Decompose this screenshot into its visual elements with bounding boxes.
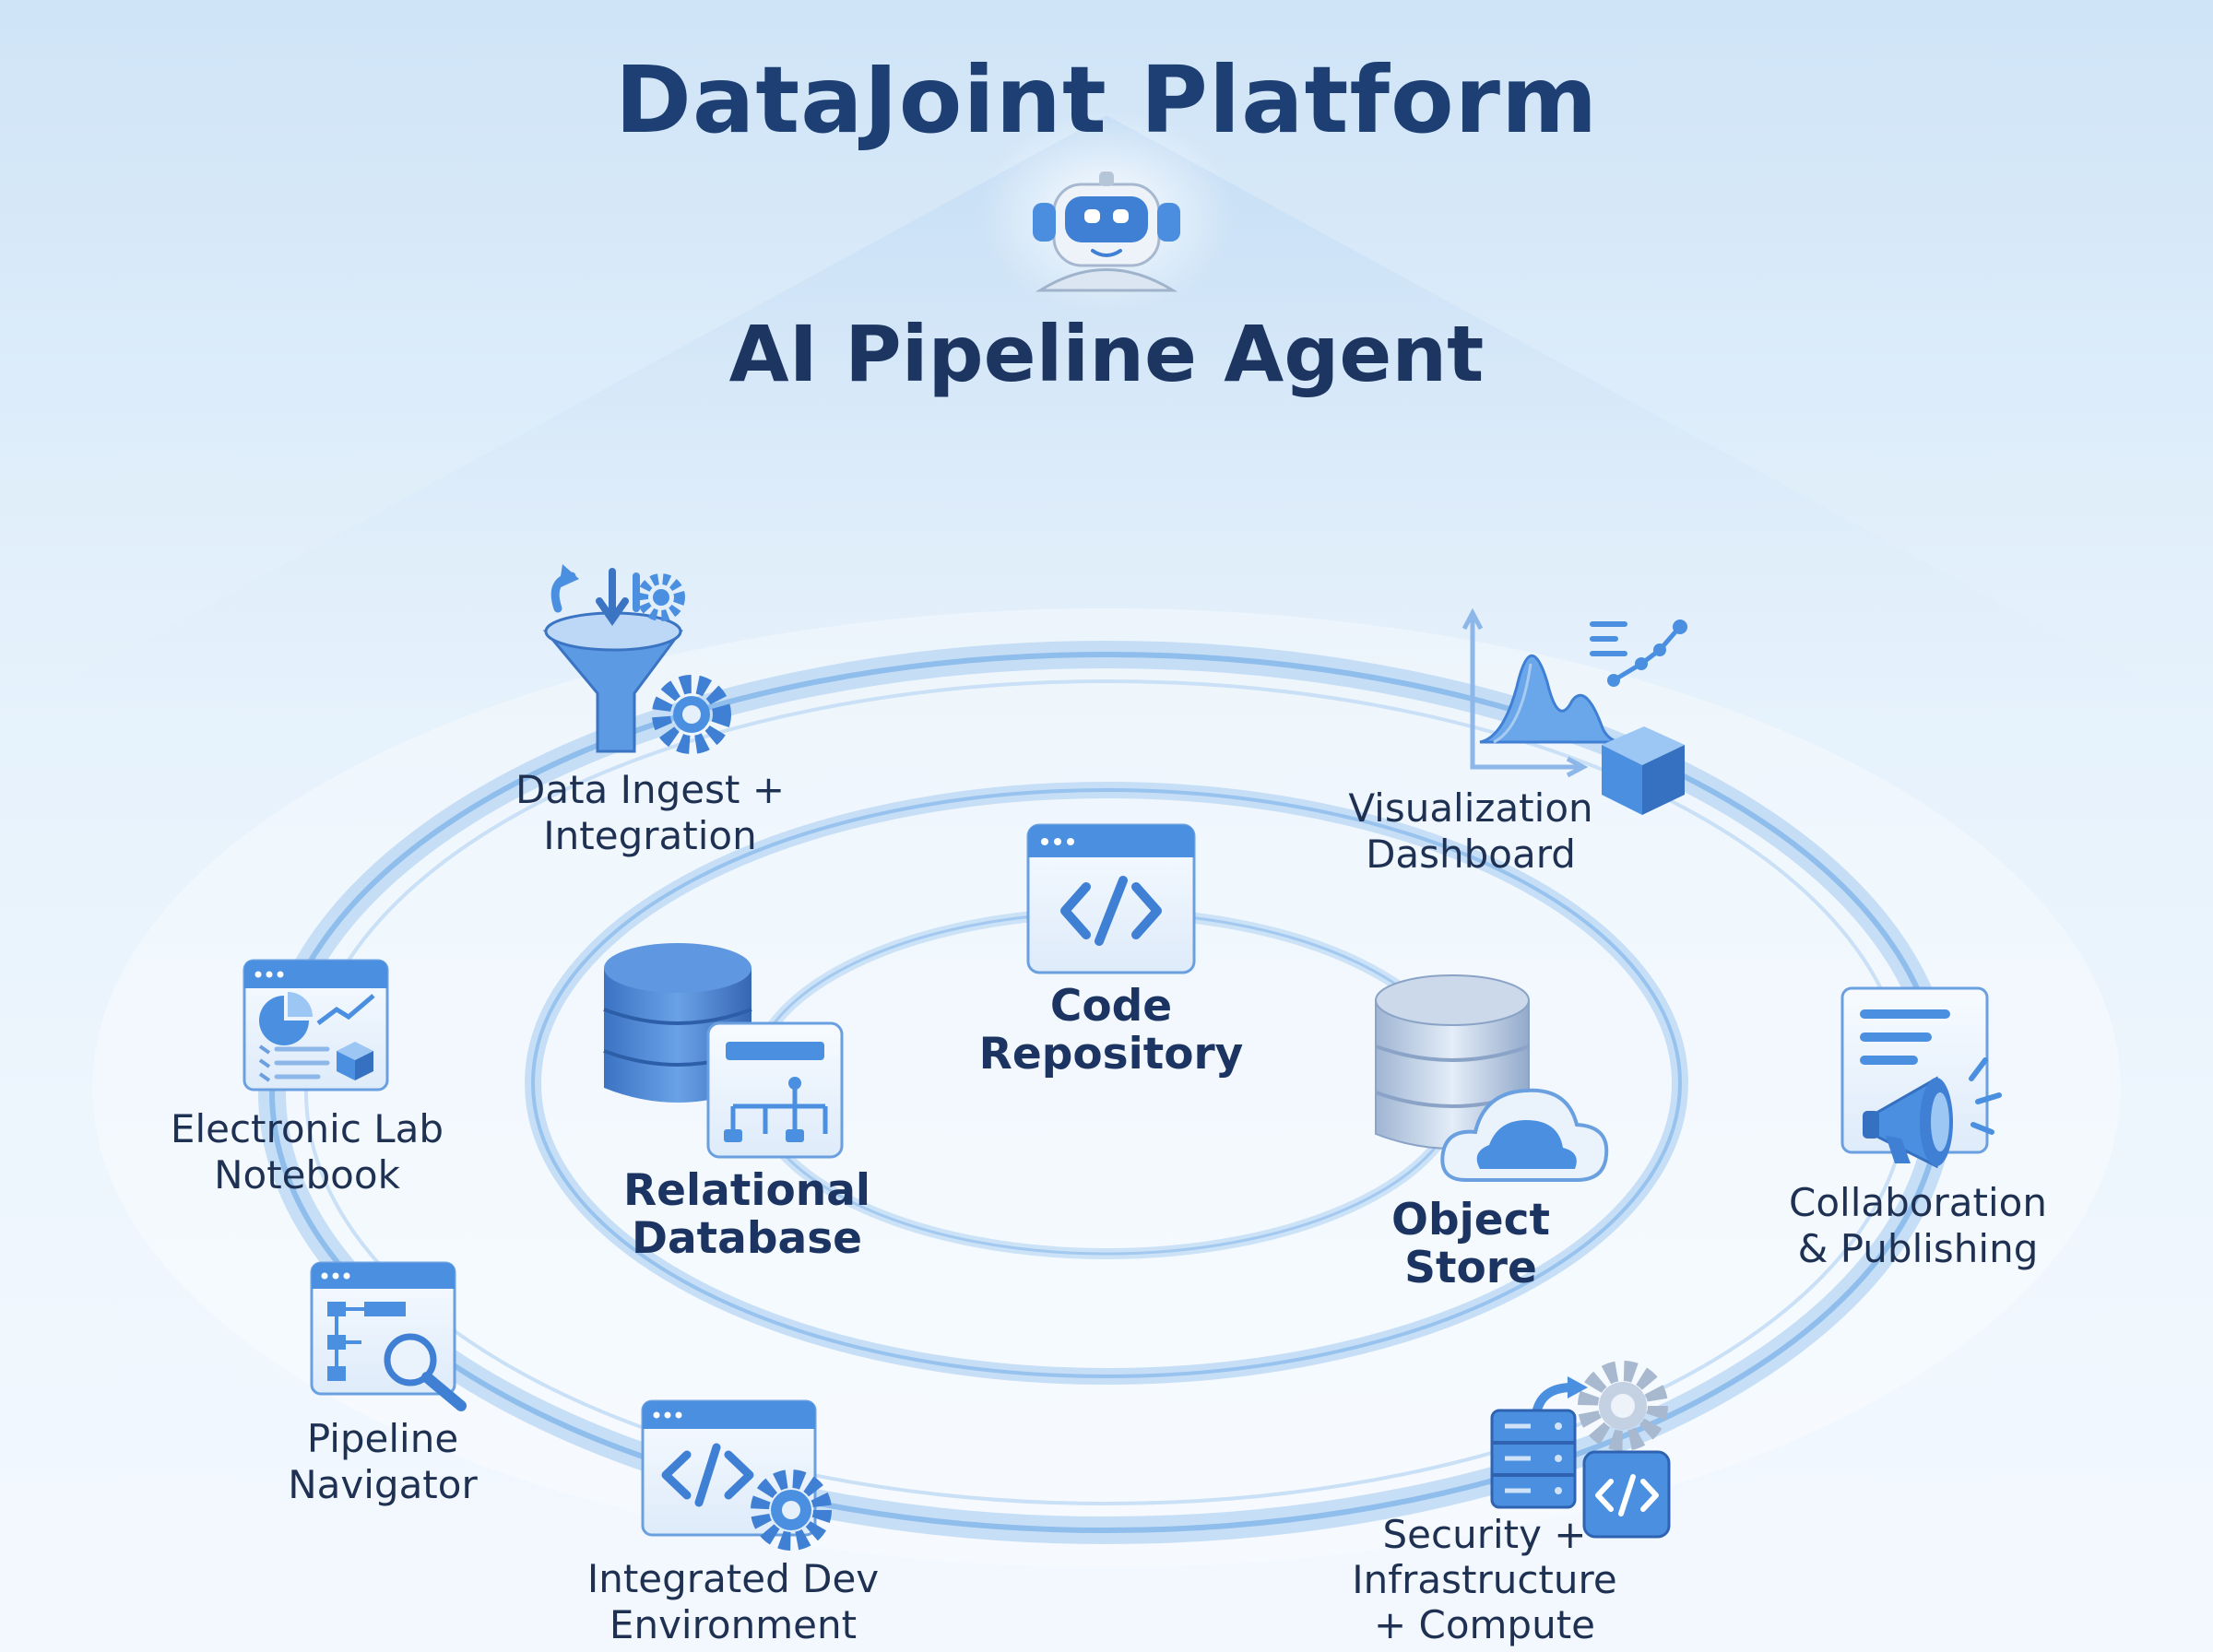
relational-database-label: Relational Database — [622, 1165, 871, 1264]
code-repository-label: Code Repository — [978, 981, 1244, 1080]
data-ingest-label: Data Ingest + Integration — [515, 767, 786, 858]
agent-title: AI Pipeline Agent — [728, 309, 1485, 399]
code-window-icon — [1026, 823, 1196, 974]
code-gear-icon — [641, 1399, 832, 1551]
visualization-label: Visualization Dashboard — [1348, 785, 1593, 877]
light-beam — [0, 115, 2213, 719]
page-title: DataJoint Platform — [614, 46, 1599, 154]
middle-ring — [525, 782, 1688, 1385]
database-cloud-icon — [1375, 974, 1609, 1182]
notebook-window-icon — [243, 959, 389, 1092]
database-schema-icon — [603, 943, 844, 1159]
funnel-gear-icon — [542, 564, 731, 754]
collaboration-label: Collaboration & Publishing — [1789, 1180, 2047, 1271]
server-gear-icon — [1490, 1361, 1671, 1539]
ide-label: Integrated Dev Environment — [586, 1556, 880, 1647]
pipeline-navigator-label: Pipeline Navigator — [288, 1416, 478, 1507]
megaphone-document-icon — [1840, 986, 2002, 1169]
security-label: Security + Infrastructure + Compute — [1352, 1512, 1617, 1647]
object-store-label: Object Store — [1391, 1195, 1550, 1293]
chart-cube-icon — [1462, 608, 1687, 815]
flow-magnifier-icon — [310, 1261, 467, 1411]
lab-notebook-label: Electronic Lab Notebook — [170, 1106, 444, 1198]
robot-icon — [1033, 171, 1180, 292]
